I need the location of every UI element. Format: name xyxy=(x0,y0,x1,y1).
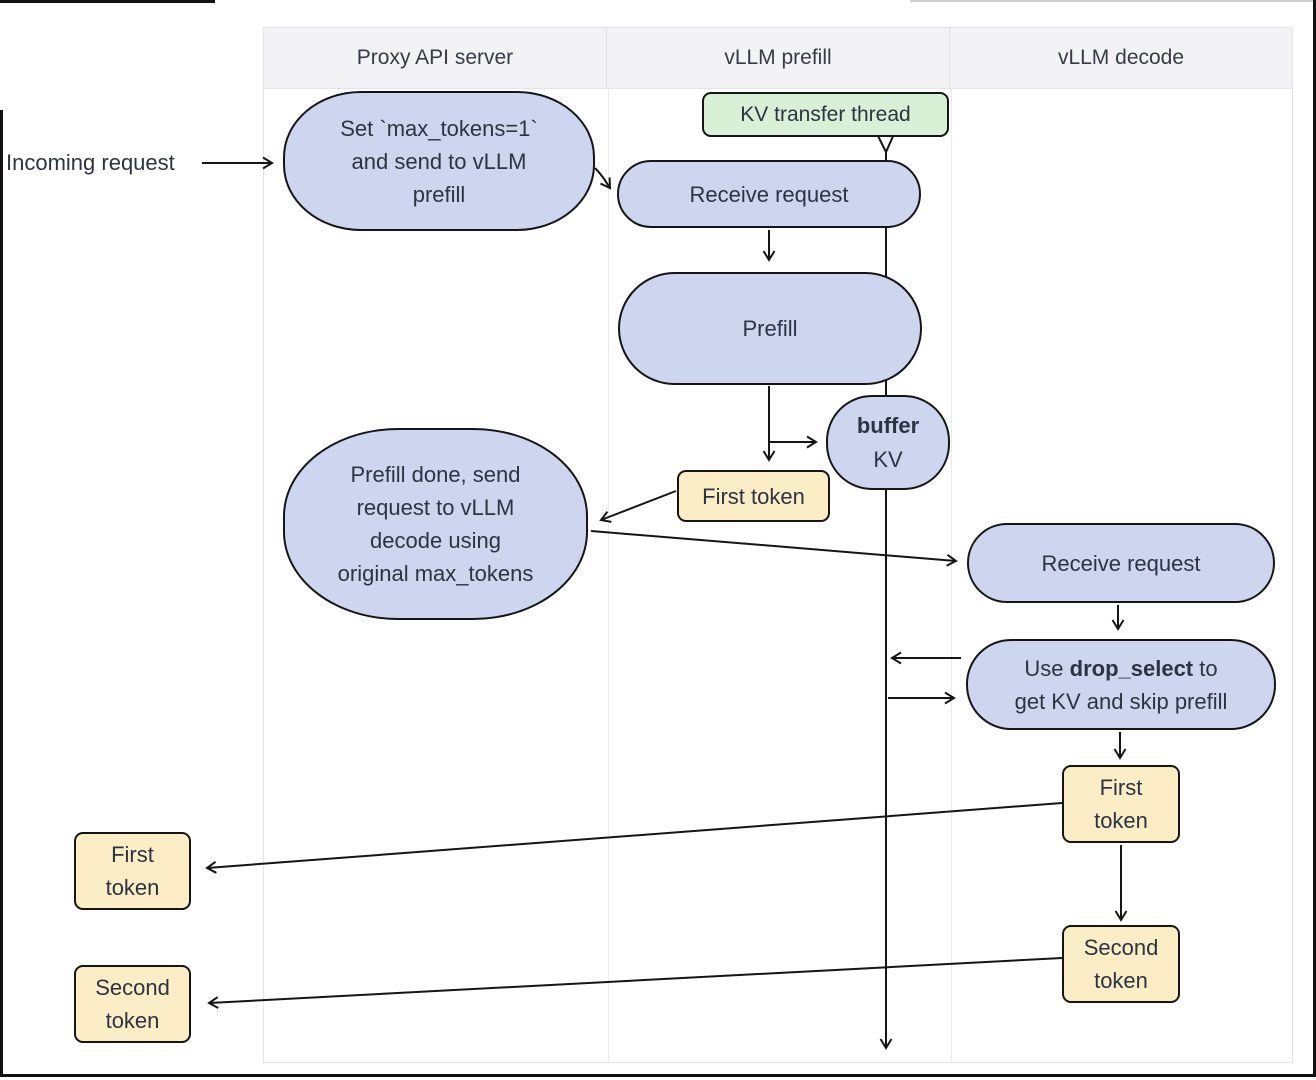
second-token-decode-label: Second token xyxy=(1083,935,1159,993)
buffer-kv-label: KV xyxy=(873,446,903,472)
screenshot-border-left xyxy=(0,110,3,1077)
second-token-output-label: Second token xyxy=(95,975,170,1033)
first-token-prefill-box: First token xyxy=(677,470,830,522)
incoming-request-label: Incoming request xyxy=(6,150,175,175)
receive-request-prefill-step: Receive request xyxy=(617,160,921,228)
lane-header-proxy-api-server: Proxy API server xyxy=(264,28,607,88)
drop-select-line1: Use drop_select to xyxy=(1024,652,1217,685)
arrow-first-token-to-prefill-done xyxy=(599,490,677,523)
kv-transfer-thread-label: KV transfer thread xyxy=(740,103,911,126)
lane-header-vllm-decode: vLLM decode xyxy=(950,28,1292,88)
first-token-decode-box: First token xyxy=(1062,765,1180,843)
receive-request-decode-step: Receive request xyxy=(967,523,1275,603)
drop-select-label-post: to xyxy=(1193,655,1218,681)
set-max-tokens-step: Set `max_tokens=1` and send to vLLM pref… xyxy=(283,91,595,231)
drop-select-line2: get KV and skip prefill xyxy=(1014,688,1228,714)
buffer-kv-label-bold: buffer xyxy=(856,412,920,438)
kv-transfer-thread-callout: KV transfer thread xyxy=(702,92,949,137)
receive-request-prefill-label: Receive request xyxy=(689,181,849,207)
first-token-prefill-label: First token xyxy=(702,483,805,509)
arrow-proxy-to-receive-prefill xyxy=(594,167,612,190)
arrow-second-token-decode-to-out xyxy=(207,957,1063,1009)
drop-select-label-bold: drop_select xyxy=(1069,655,1194,681)
prefill-done-step: Prefill done, send request to vLLM decod… xyxy=(283,428,588,620)
prefill-label: Prefill xyxy=(742,316,798,341)
lane-header-vllm-prefill: vLLM prefill xyxy=(607,28,950,88)
screenshot-border-top-right xyxy=(910,0,1316,2)
screenshot-border-top-left xyxy=(0,0,215,3)
first-token-decode-label: First token xyxy=(1094,775,1148,833)
buffer-kv-node: buffer KV xyxy=(826,395,950,490)
lane-title: vLLM decode xyxy=(1057,46,1185,69)
receive-request-decode-label: Receive request xyxy=(1041,550,1201,576)
first-token-output-box: First token xyxy=(74,832,191,910)
first-token-output-label: First token xyxy=(105,842,160,900)
arrow-first-token-decode-to-out xyxy=(205,802,1063,874)
lane-divider xyxy=(608,89,609,1062)
prefill-step: Prefill xyxy=(618,272,922,385)
drop-select-label-pre: Use xyxy=(1024,655,1070,681)
lane-title: vLLM prefill xyxy=(724,46,832,69)
lane-title: Proxy API server xyxy=(356,46,514,69)
drop-select-step: Use drop_select to get KV and skip prefi… xyxy=(966,639,1276,730)
arrow-prefill-done-to-receive-decode xyxy=(590,530,958,567)
second-token-decode-box: Second token xyxy=(1062,925,1180,1003)
screenshot-border-bottom xyxy=(0,1074,1316,1077)
second-token-output-box: Second token xyxy=(74,965,191,1043)
lane-header-row: Proxy API server vLLM prefill vLLM decod… xyxy=(264,28,1292,89)
prefill-done-label: Prefill done, send request to vLLM decod… xyxy=(337,462,534,586)
screenshot-border-right xyxy=(1313,0,1316,1077)
lane-divider xyxy=(951,89,952,1062)
set-max-tokens-label: Set `max_tokens=1` and send to vLLM pref… xyxy=(340,115,538,207)
